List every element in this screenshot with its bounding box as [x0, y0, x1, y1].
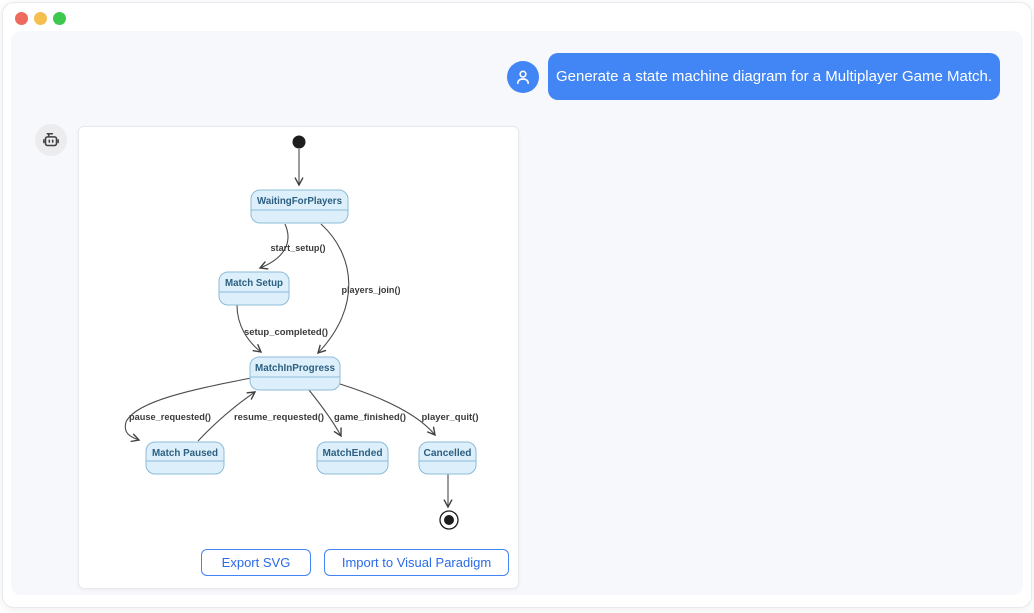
- label-player-quit: player_quit(): [422, 412, 479, 422]
- state-cancelled: Cancelled: [418, 441, 477, 475]
- edge-resume-requested: [197, 391, 257, 442]
- edge-game-finished: [308, 389, 342, 438]
- window-titlebar: [3, 3, 1031, 31]
- label-players-join: players_join(): [342, 285, 401, 295]
- user-message-bubble: Generate a state machine diagram for a M…: [548, 53, 1000, 100]
- state-title: Match Setup: [225, 277, 283, 289]
- state-waiting-for-players: WaitingForPlayers: [250, 189, 349, 224]
- edge-start-setup: [258, 223, 289, 270]
- assistant-avatar: [35, 124, 67, 156]
- state-match-in-progress: MatchInProgress: [249, 356, 341, 391]
- edge-setup-completed: [236, 304, 263, 353]
- import-visual-paradigm-button[interactable]: Import to Visual Paradigm: [324, 549, 509, 576]
- state-title: MatchInProgress: [255, 362, 335, 374]
- user-avatar: [507, 61, 539, 93]
- user-message-text: Generate a state machine diagram for a M…: [555, 68, 993, 85]
- state-machine-diagram: start_setup() players_join() setup_compl…: [124, 135, 479, 530]
- initial-state-node: [292, 135, 306, 149]
- state-match-ended: MatchEnded: [316, 441, 389, 475]
- label-start-setup: start_setup(): [271, 243, 326, 253]
- state-title: MatchEnded: [323, 447, 383, 459]
- zoom-button[interactable]: [53, 12, 66, 25]
- edge-player-quit: [339, 383, 436, 437]
- traffic-lights: [15, 12, 66, 25]
- label-pause-requested: pause_requested(): [129, 412, 211, 422]
- edge-pause-requested: [124, 377, 252, 443]
- close-button[interactable]: [15, 12, 28, 25]
- export-svg-button[interactable]: Export SVG: [201, 549, 311, 576]
- user-icon: [517, 70, 529, 85]
- robot-icon: [43, 132, 59, 147]
- label-game-finished: game_finished(): [334, 412, 406, 422]
- edge-players-join: [316, 223, 350, 355]
- state-title: WaitingForPlayers: [257, 195, 342, 207]
- minimize-button[interactable]: [34, 12, 47, 25]
- state-match-setup: Match Setup: [218, 271, 290, 306]
- state-title: Cancelled: [424, 447, 472, 459]
- diagram-card: start_setup() players_join() setup_compl…: [78, 126, 519, 589]
- final-state-node: [439, 510, 459, 530]
- state-match-paused: Match Paused: [145, 441, 225, 475]
- state-title: Match Paused: [152, 447, 218, 459]
- label-setup-completed: setup_completed(): [244, 327, 328, 337]
- label-resume-requested: resume_requested(): [234, 412, 324, 422]
